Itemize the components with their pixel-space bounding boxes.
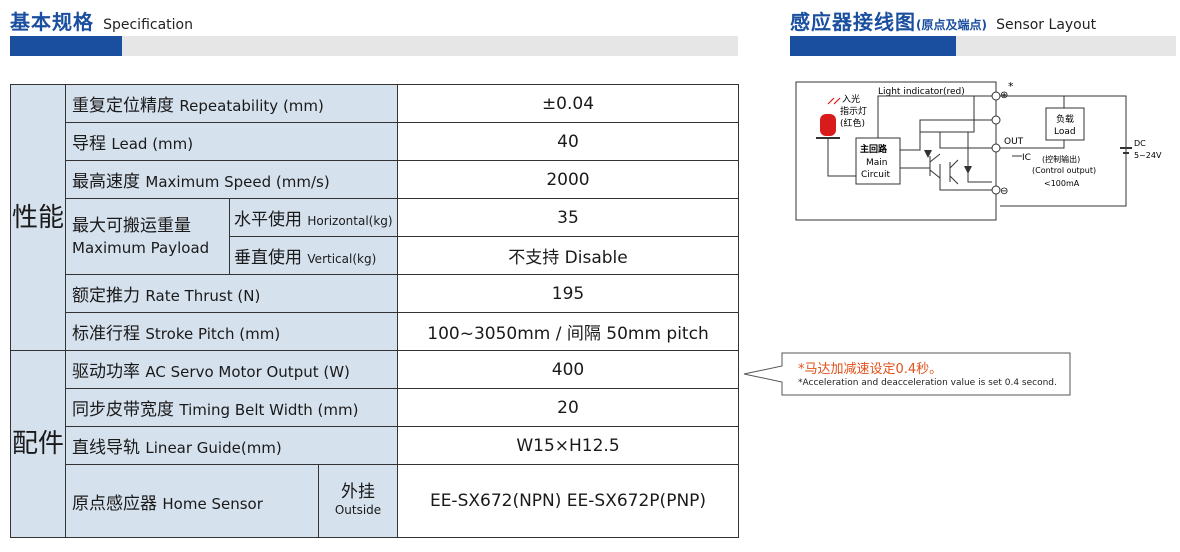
light-indicator-label: Light indicator(red) xyxy=(878,87,965,97)
sensor-header: 感应器接线图(原点及端点) Sensor Layout xyxy=(790,0,1176,58)
payload-label: 最大可搬运重量 Maximum Payload xyxy=(65,198,230,275)
table-row: 原点感应器 Home Sensor 外挂 Outside EE-SX672(NP… xyxy=(11,464,739,538)
star-mark: * xyxy=(1008,80,1014,93)
row-label: 标准行程 Stroke Pitch (mm) xyxy=(65,312,398,351)
table-row: 最高速度 Maximum Speed (mm/s) 2000 xyxy=(11,160,739,199)
row-value: 195 xyxy=(397,274,739,313)
performance-label: 性能 xyxy=(10,84,66,351)
table-row: 导程 Lead (mm) 40 xyxy=(11,122,739,161)
svg-text:DC: DC xyxy=(1134,139,1146,148)
svg-text:负载: 负载 xyxy=(1056,113,1074,125)
callout-bubble-icon xyxy=(743,352,1071,396)
svg-text:5~24V: 5~24V xyxy=(1134,151,1162,160)
spec-title-en: Specification xyxy=(103,17,193,33)
diode-icon xyxy=(924,150,932,158)
row-value: EE-SX672(NPN) EE-SX672P(PNP) xyxy=(397,464,739,538)
vertical-value: 不支持 Disable xyxy=(397,236,739,275)
spec-header-bar xyxy=(10,36,738,56)
note-zh: *马达加减速设定0.4秒。 xyxy=(798,362,943,377)
parts-label: 配件 xyxy=(10,350,66,538)
svg-text:Main: Main xyxy=(866,158,888,168)
svg-text:Load: Load xyxy=(1054,127,1076,137)
table-row: 同步皮带宽度 Timing Belt Width (mm) 20 xyxy=(11,388,739,427)
acceleration-note: *马达加减速设定0.4秒。 *Acceleration and deaccele… xyxy=(740,352,1072,396)
row-value: 100~3050mm / 间隔 50mm pitch xyxy=(397,312,739,351)
svg-text:指示灯: 指示灯 xyxy=(840,105,867,117)
zener-icon xyxy=(964,166,972,174)
table-row: 配件 驱动功率 AC Servo Motor Output (W) 400 xyxy=(10,350,739,538)
svg-text:(控制输出): (控制输出) xyxy=(1042,154,1080,164)
svg-text:<100mA: <100mA xyxy=(1044,179,1080,188)
row-label: 最高速度 Maximum Speed (mm/s) xyxy=(65,160,398,199)
vertical-label: 垂直使用 Vertical(kg) xyxy=(229,236,398,275)
svg-text:OUT: OUT xyxy=(1004,137,1024,147)
svg-text:入光: 入光 xyxy=(842,93,860,105)
sensor-title-en: Sensor Layout xyxy=(996,17,1097,33)
lamp-icon xyxy=(820,114,836,136)
row-label: 导程 Lead (mm) xyxy=(65,122,398,161)
spec-title-zh: 基本规格 xyxy=(10,10,94,34)
row-value: 400 xyxy=(397,350,739,389)
sensor-wiring-diagram: ⊕ ⊖ * Light indicator(red) 入光 指示灯 (红色) 主… xyxy=(795,80,1162,221)
minus-terminal: ⊖ xyxy=(1000,186,1008,197)
row-label: 原点感应器 Home Sensor xyxy=(65,464,319,538)
row-label: 同步皮带宽度 Timing Belt Width (mm) xyxy=(65,388,398,427)
svg-text:(红色): (红色) xyxy=(840,117,865,129)
mount-label: 外挂 Outside xyxy=(318,464,398,538)
row-value: 40 xyxy=(397,122,739,161)
row-label: 直线导轨 Linear Guide(mm) xyxy=(65,426,398,465)
table-row: 垂直使用 Vertical(kg) 不支持 Disable xyxy=(11,236,739,275)
svg-text:Circuit: Circuit xyxy=(861,170,890,180)
row-label: 重复定位精度 Repeatability (mm) xyxy=(65,84,398,123)
note-en: *Acceleration and deacceleration value i… xyxy=(798,378,1057,388)
sensor-title-zh: 感应器接线图 xyxy=(790,10,916,34)
row-label: 驱动功率 AC Servo Motor Output (W) xyxy=(65,350,398,389)
svg-text:(Control output): (Control output) xyxy=(1032,166,1096,175)
row-value: W15×H12.5 xyxy=(397,426,739,465)
sensor-header-bar xyxy=(790,36,1176,56)
table-row: 直线导轨 Linear Guide(mm) W15×H12.5 xyxy=(11,426,739,465)
horizontal-label: 水平使用 Horizontal(kg) xyxy=(229,198,398,237)
spec-table: 性能 重复定位精度 Repeatability (mm) ±0.04 导程 Le… xyxy=(10,84,739,538)
row-value: 2000 xyxy=(397,160,739,199)
row-value: 20 xyxy=(397,388,739,427)
row-value: ±0.04 xyxy=(397,84,739,123)
spec-header: 基本规格 Specification xyxy=(10,0,738,58)
horizontal-value: 35 xyxy=(397,198,739,237)
row-label: 额定推力 Rate Thrust (N) xyxy=(65,274,398,313)
table-row: 标准行程 Stroke Pitch (mm) 100~3050mm / 间隔 5… xyxy=(11,312,739,351)
svg-text:IC: IC xyxy=(1022,153,1031,163)
table-row: 性能 重复定位精度 Repeatability (mm) ±0.04 xyxy=(10,84,739,351)
sensor-title-zh-small: (原点及端点) xyxy=(916,18,987,32)
svg-text:主回路: 主回路 xyxy=(860,143,888,155)
table-row: 额定推力 Rate Thrust (N) 195 xyxy=(11,274,739,313)
table-row: 最大可搬运重量 Maximum Payload 水平使用 Horizontal(… xyxy=(11,198,739,275)
